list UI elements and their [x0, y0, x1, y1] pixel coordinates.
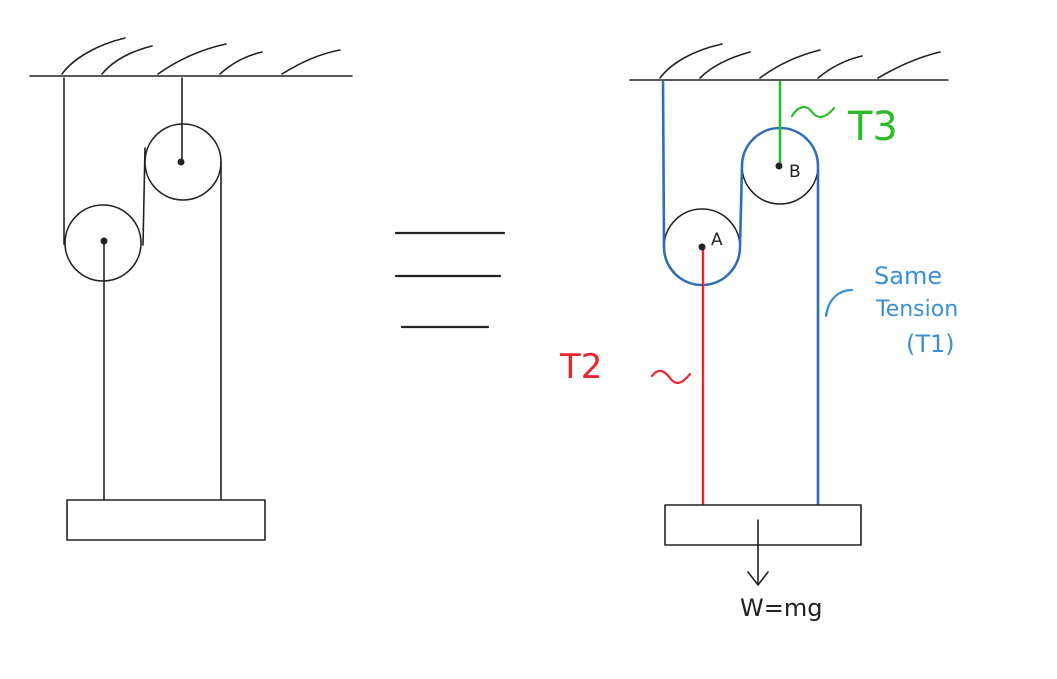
equivalence-sign [394, 231, 506, 329]
right-pulley-a-axle [698, 243, 706, 251]
same-tension-line-3: (T1) [906, 330, 955, 358]
same-tension-line-2: Tension [875, 297, 958, 322]
right-ceiling-hatch [659, 43, 941, 79]
left-pulley-a [64, 204, 142, 282]
left-block [66, 499, 266, 541]
t2-squiggle [650, 369, 692, 384]
t3-label: T3 [847, 104, 898, 150]
weight-label: W=mg [740, 594, 822, 622]
left-diagram [29, 37, 353, 541]
t1-squiggle [824, 288, 854, 318]
right-block [664, 504, 862, 546]
left-ceiling-hatch [61, 37, 341, 75]
left-pulley-a-axle [100, 237, 108, 245]
t3-squiggle [790, 106, 836, 118]
right-pulley-b-axle [775, 162, 783, 170]
same-tension-line-1: Same [874, 262, 942, 290]
t1-rope [661, 80, 820, 506]
left-pulley-b-axle [177, 158, 185, 166]
weight-arrow-head [747, 571, 769, 586]
pulley-a-label: A [711, 230, 723, 250]
t2-label: T2 [559, 347, 602, 387]
right-diagram: A B W=mg T3 T2 Same Tension (T1) [559, 43, 958, 622]
pulley-b-label: B [789, 162, 801, 182]
